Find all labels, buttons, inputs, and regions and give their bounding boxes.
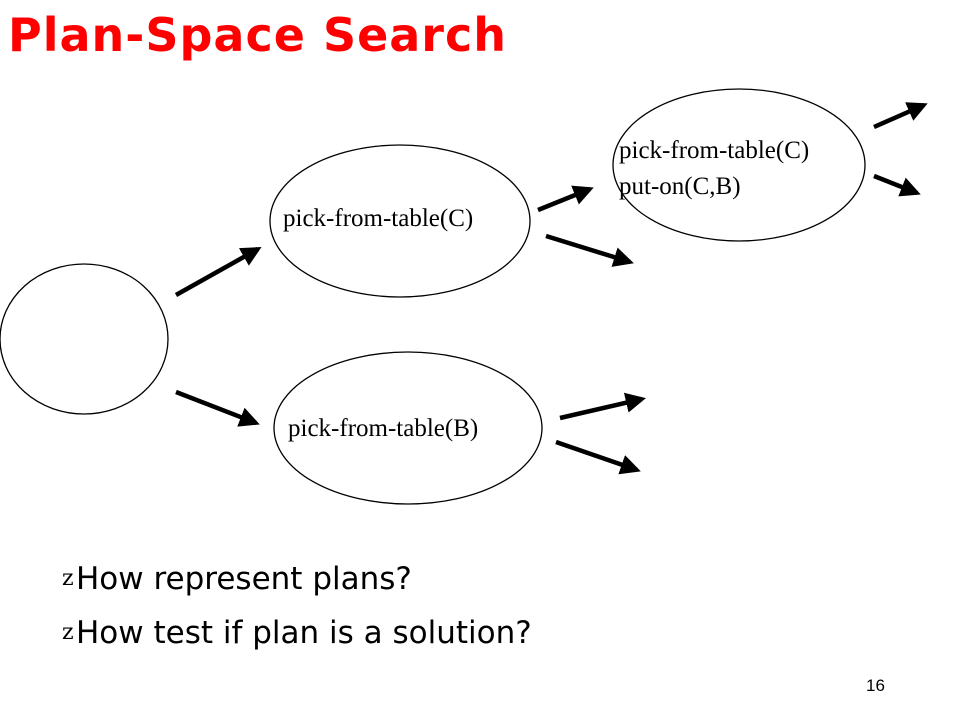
bullet-marker: z bbox=[62, 620, 74, 645]
bullet-item: z How test if plan is a solution? bbox=[62, 606, 532, 660]
bullet-item: z How represent plans? bbox=[62, 552, 532, 606]
edge-pick-c-to-pick-c-put-on bbox=[537, 185, 594, 213]
node-pick-b-label: pick-from-table(B) bbox=[288, 415, 478, 442]
node-pick-c bbox=[269, 144, 531, 298]
page-number: 16 bbox=[866, 676, 885, 695]
slide-title: Plan-Space Search bbox=[8, 8, 508, 62]
node-pick-c-put-on-label-2: put-on(C,B) bbox=[619, 173, 741, 200]
root-node bbox=[0, 263, 169, 415]
node-pick-c-put-on-cb bbox=[612, 88, 866, 242]
bullet-marker: z bbox=[62, 566, 74, 591]
bullet-list: z How represent plans? z How test if pla… bbox=[62, 552, 532, 660]
edge-pick-c-branch-2 bbox=[545, 233, 634, 267]
edge-root-to-pick-b bbox=[175, 389, 260, 427]
node-pick-b bbox=[273, 351, 543, 505]
bullet-text: How represent plans? bbox=[76, 561, 412, 597]
edge-put-on-branch-1 bbox=[873, 102, 928, 130]
node-pick-c-label: pick-from-table(C) bbox=[283, 205, 473, 232]
edge-root-to-pick-c bbox=[174, 247, 262, 297]
edge-pick-b-branch-2 bbox=[555, 439, 641, 475]
node-pick-c-put-on-label-1: pick-from-table(C) bbox=[619, 137, 809, 164]
bullet-text: How test if plan is a solution? bbox=[76, 615, 532, 651]
edge-pick-b-branch-1 bbox=[559, 392, 646, 421]
edge-put-on-branch-2 bbox=[873, 173, 921, 197]
